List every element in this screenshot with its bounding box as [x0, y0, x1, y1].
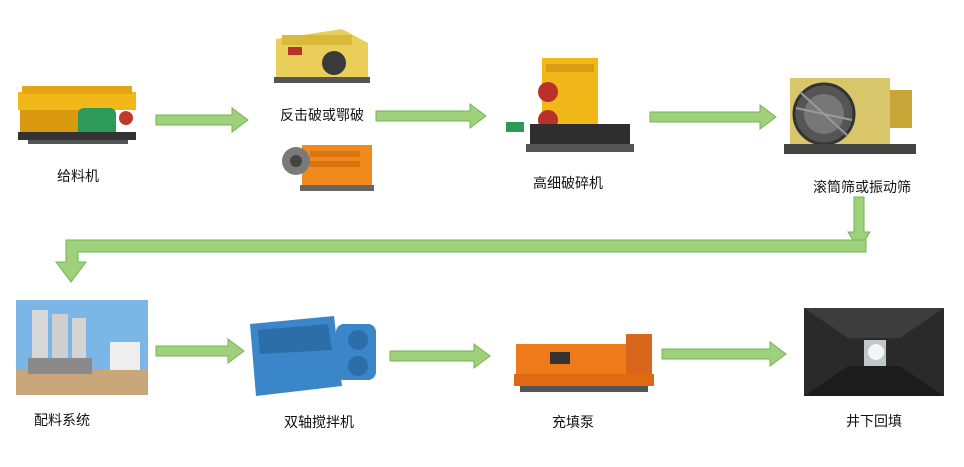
fine-crusher-label: 高细破碎机	[533, 176, 603, 192]
arrow-crusher-to-finecrusher	[375, 103, 487, 129]
screen-machine-image	[780, 72, 920, 164]
mine-tunnel-image	[804, 308, 944, 396]
backfill-label: 井下回填	[846, 414, 902, 430]
jaw-crusher-image	[280, 135, 376, 193]
crusher-label: 反击破或鄂破	[280, 108, 364, 124]
mixer-label: 双轴搅拌机	[284, 415, 354, 431]
batching-system-image	[16, 300, 148, 395]
batching-label: 配料系统	[34, 413, 90, 429]
arrow-finecrusher-to-screen	[649, 104, 777, 130]
pump-label: 充填泵	[552, 415, 594, 431]
arrow-pump-to-backfill	[661, 341, 787, 367]
impact-crusher-image	[272, 25, 372, 87]
mixer-machine-image	[246, 310, 386, 400]
feeder-machine-image	[18, 82, 148, 150]
arrow-feeder-to-crusher	[155, 107, 249, 133]
arrow-batching-to-mixer	[155, 338, 245, 364]
arrow-return-line	[55, 239, 867, 283]
arrow-mixer-to-pump	[389, 343, 491, 369]
feeder-label: 给料机	[57, 169, 99, 185]
screen-label: 滚筒筛或振动筛	[813, 180, 911, 196]
fine-crusher-image	[506, 52, 636, 158]
pump-machine-image	[510, 330, 658, 398]
